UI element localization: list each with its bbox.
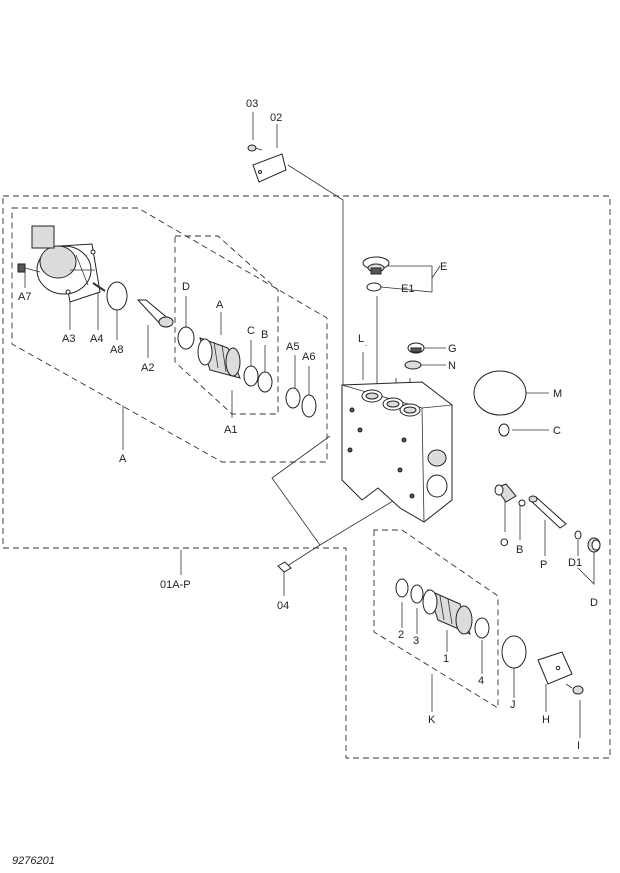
assembly-01A-P-outline [2, 195, 611, 759]
label-E1: E1 [401, 283, 414, 295]
valve-body [341, 381, 453, 523]
label-A6: A6 [302, 351, 315, 363]
label-D1: D1 [568, 557, 582, 569]
o-ring-D1 [574, 530, 582, 540]
label-03: 03 [246, 98, 258, 110]
label-C-upper: C [247, 325, 255, 337]
leader-lines [24, 112, 595, 738]
plug-E [362, 256, 390, 275]
label-N: N [448, 360, 456, 372]
o-ring-C-right [498, 423, 510, 437]
label-2: 2 [398, 629, 404, 641]
pin-04 [277, 561, 292, 573]
label-P: P [540, 559, 547, 571]
label-01A-P: 01A-P [160, 579, 191, 591]
label-A5: A5 [286, 341, 299, 353]
label-A4: A4 [90, 333, 103, 345]
label-O: O [500, 537, 509, 549]
label-1: 1 [443, 653, 449, 665]
o-ring-D-upper [177, 326, 195, 350]
pin-A4 [92, 282, 106, 292]
plug-G [407, 342, 425, 354]
bolt-A7 [17, 263, 41, 273]
o-ring-4 [474, 617, 490, 639]
ball-B [518, 499, 526, 507]
label-A3: A3 [62, 333, 75, 345]
o-ring-N [404, 360, 422, 370]
label-A-group: A [119, 453, 127, 465]
label-D-upper: D [182, 281, 190, 293]
label-D-lower: D [590, 597, 598, 609]
o-ring-A8 [106, 281, 128, 311]
label-I: I [577, 740, 580, 752]
label-4: 4 [478, 675, 484, 687]
spool-A-upper [197, 337, 241, 379]
label-04: 04 [277, 600, 289, 612]
screw-03 [247, 144, 263, 152]
spool-A2 [136, 299, 174, 328]
label-A8: A8 [110, 344, 123, 356]
plug-D [587, 537, 601, 553]
group-K-outline [373, 529, 499, 709]
label-B-lower: B [516, 544, 523, 556]
o-ring-B-upper [257, 371, 273, 393]
o-ring-3 [410, 584, 424, 604]
bolt-I [565, 683, 584, 695]
label-3: 3 [413, 635, 419, 647]
o-ring-C-upper [243, 365, 259, 387]
seal-plate-M [473, 370, 527, 416]
label-G: G [448, 343, 457, 355]
group-A-outline [11, 207, 328, 463]
label-E: E [440, 261, 447, 273]
solenoid-A3 [31, 225, 101, 303]
label-A-upper: A [216, 299, 224, 311]
seal-J [501, 635, 527, 669]
label-L: L [358, 333, 364, 345]
o-ring-E1 [366, 282, 382, 292]
pin-P [528, 495, 567, 529]
label-02: 02 [270, 112, 282, 124]
label-A7: A7 [18, 291, 31, 303]
label-A2: A2 [141, 362, 154, 374]
plate-02 [252, 153, 287, 183]
group-A1-outline [174, 235, 279, 415]
o-ring-A5 [285, 387, 301, 409]
valve-O [494, 483, 517, 503]
label-M: M [553, 388, 562, 400]
label-K: K [428, 714, 436, 726]
label-J: J [510, 699, 516, 711]
ring-A6 [301, 394, 317, 418]
label-H: H [542, 714, 550, 726]
label-B-upper: B [261, 329, 268, 341]
o-ring-2 [395, 578, 409, 598]
cover-H [537, 651, 573, 685]
spool-1 [422, 589, 473, 635]
label-A1: A1 [224, 424, 237, 436]
label-C-right: C [553, 425, 561, 437]
document-number: 9276201 [12, 855, 55, 867]
